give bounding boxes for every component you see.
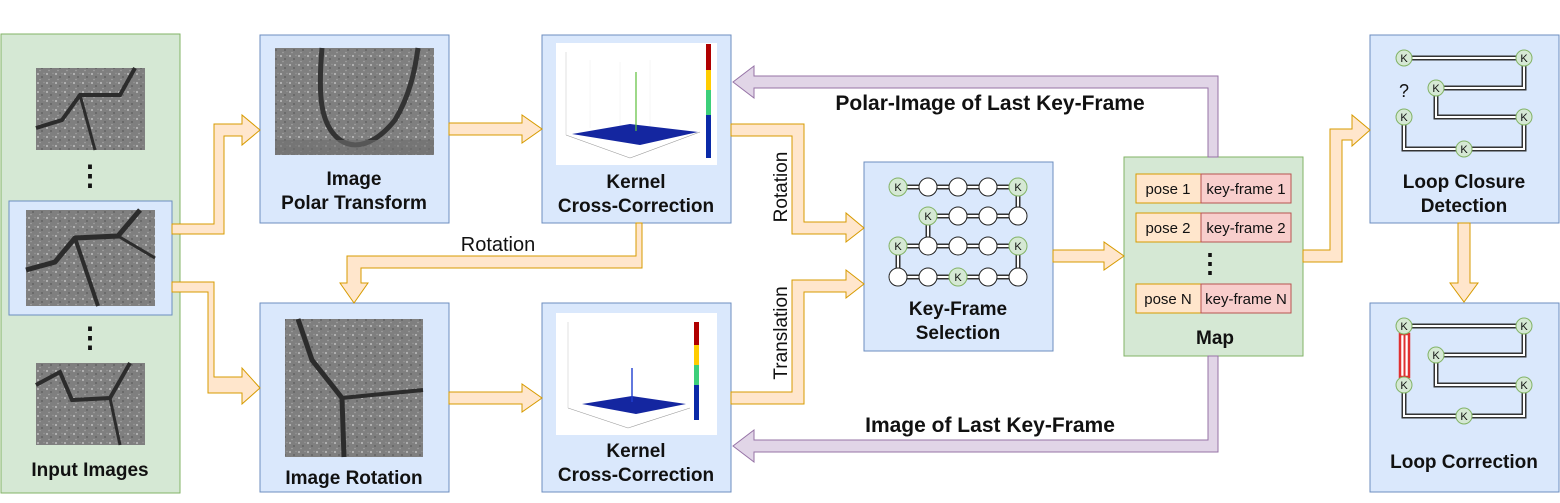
kernel-cc-top-label-2: Cross-Correction xyxy=(558,196,714,217)
keyframe-node xyxy=(1455,407,1473,425)
polar-transform-label-2: Polar Transform xyxy=(281,193,427,214)
keyframe-node-label: K xyxy=(1460,144,1468,156)
frame-node xyxy=(978,267,998,287)
keyframe-node xyxy=(888,177,908,197)
rotation-vertical-label: Rotation xyxy=(771,152,792,223)
keyframe-selection-label-2: Selection xyxy=(916,323,1000,344)
map-keyframe-cell xyxy=(1200,173,1292,204)
map-label: Map xyxy=(1196,328,1234,349)
polar-last-keyframe-label: Polar-Image of Last Key-Frame xyxy=(835,92,1144,115)
map-table: pose 1 key-frame 1 pose 2 key-frame 2 ⋮ … xyxy=(1135,173,1292,314)
keyframe-node xyxy=(1395,108,1413,126)
input-image-bottom xyxy=(35,362,145,446)
keyframe-node xyxy=(1395,376,1413,394)
frame-node xyxy=(918,267,938,287)
purple-arrows xyxy=(732,64,1219,464)
keyframe-node xyxy=(888,236,908,256)
keyframe-selection-label-1: Key-Frame xyxy=(909,299,1007,320)
keyframe-node-label: K xyxy=(894,241,902,253)
map-keyframe-cell xyxy=(1200,283,1292,314)
keyframe-node-label: K xyxy=(1400,53,1408,65)
keyframe-node xyxy=(1395,49,1413,67)
keyframe-node-label: K xyxy=(1400,112,1408,124)
edge xyxy=(1403,57,1525,150)
keyframe-graph: K K K K K K xyxy=(888,177,1028,287)
loop-correction-graph: K K K K K K xyxy=(1395,317,1533,425)
loop-closure-label-1: Loop Closure xyxy=(1403,172,1525,193)
keyframe-node xyxy=(1515,376,1533,394)
map-pose-cell xyxy=(1135,212,1202,243)
keyframe-node xyxy=(948,267,968,287)
input-ellipsis-top: ⋮ xyxy=(76,160,104,191)
rotation-mid-label: Rotation xyxy=(461,234,536,256)
input-image-top xyxy=(35,67,145,151)
image-rotation-label: Image Rotation xyxy=(285,468,422,489)
keyframe-node xyxy=(1008,177,1028,197)
keyframe-node-label: K xyxy=(954,272,962,284)
orange-arrows xyxy=(171,113,1479,413)
frame-node xyxy=(978,236,998,256)
polar-transform-label-1: Image xyxy=(327,169,382,190)
map-keyframe-cell xyxy=(1200,212,1292,243)
edge xyxy=(1403,325,1525,417)
unknown-link-marker: ? xyxy=(1399,81,1409,101)
keyframe-node xyxy=(1515,108,1533,126)
map-keyframe-label: key-frame 1 xyxy=(1206,181,1285,198)
kernel-cc-top-label-1: Kernel xyxy=(606,172,665,193)
keyframe-node-label: K xyxy=(924,211,932,223)
loop-correction-label: Loop Correction xyxy=(1390,452,1538,473)
keyframe-node-label: K xyxy=(894,182,902,194)
frame-node xyxy=(978,177,998,197)
map-ellipsis: ⋮ xyxy=(1197,248,1223,278)
keyframe-node xyxy=(1395,317,1413,335)
keyframe-node xyxy=(1008,236,1028,256)
loop-closure-graph: K K K K K K? xyxy=(1395,49,1533,158)
surface-plot-top xyxy=(556,43,717,165)
map-pose-label: pose 2 xyxy=(1145,220,1190,237)
keyframe-node-label: K xyxy=(1432,350,1440,362)
polar-image xyxy=(275,47,434,155)
keyframe-node xyxy=(1427,346,1445,364)
kernel-cc-bottom-label-2: Cross-Correction xyxy=(558,465,714,486)
frame-node xyxy=(918,177,938,197)
frame-node xyxy=(948,177,968,197)
frame-node xyxy=(1008,206,1028,226)
frame-node xyxy=(888,267,908,287)
keyframe-node-label: K xyxy=(1014,182,1022,194)
keyframe-node-label: K xyxy=(1520,380,1528,392)
keyframe-node xyxy=(1427,79,1445,97)
kernel-cc-bottom-label-1: Kernel xyxy=(606,441,665,462)
keyframe-node xyxy=(1515,49,1533,67)
keyframe-node-label: K xyxy=(1432,83,1440,95)
frame-node xyxy=(978,206,998,226)
keyframe-node xyxy=(1515,317,1533,335)
keyframe-node xyxy=(918,206,938,226)
input-images-label: Input Images xyxy=(31,460,148,481)
keyframe-node-label: K xyxy=(1014,241,1022,253)
image-last-keyframe-label: Image of Last Key-Frame xyxy=(865,414,1115,437)
keyframe-node-label: K xyxy=(1460,411,1468,423)
keyframe-node xyxy=(1455,140,1473,158)
translation-vertical-label: Translation xyxy=(771,286,792,379)
surface-plot-bottom xyxy=(556,313,717,435)
frame-node xyxy=(1008,267,1028,287)
keyframe-node-label: K xyxy=(1400,321,1408,333)
keyframe-node-label: K xyxy=(1520,112,1528,124)
frame-node xyxy=(918,236,938,256)
map-keyframe-label: key-frame 2 xyxy=(1206,220,1285,237)
frame-node xyxy=(948,236,968,256)
input-image-middle xyxy=(25,208,156,307)
keyframe-node-label: K xyxy=(1520,321,1528,333)
keyframe-node-label: K xyxy=(1400,380,1408,392)
map-pose-label: pose 1 xyxy=(1145,181,1190,198)
frame-node xyxy=(948,206,968,226)
map-keyframe-label: key-frame N xyxy=(1205,291,1287,308)
input-ellipsis-bottom: ⋮ xyxy=(76,322,104,353)
map-pose-label: pose N xyxy=(1144,291,1192,308)
keyframe-node-label: K xyxy=(1520,53,1528,65)
rotated-image xyxy=(285,318,424,458)
map-pose-cell xyxy=(1135,283,1202,314)
loop-closure-label-2: Detection xyxy=(1421,196,1508,217)
